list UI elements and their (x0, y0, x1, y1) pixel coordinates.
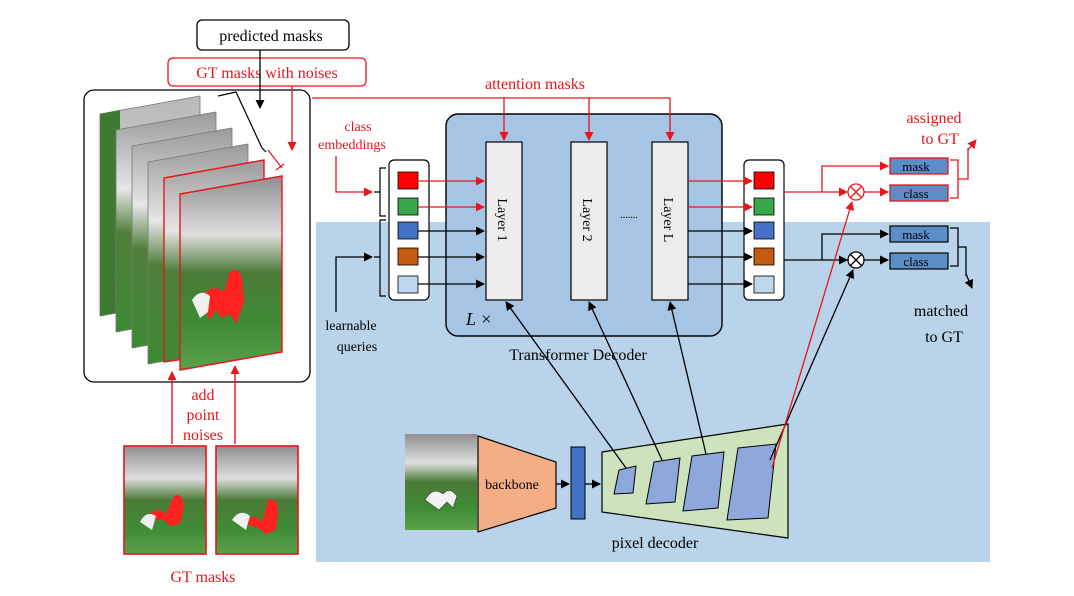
gt-mask-image-2 (215, 445, 299, 555)
learnable-queries-arrow (335, 252, 373, 312)
layer-2-box (570, 141, 608, 301)
class-box-bottom (889, 252, 949, 270)
query-orange (397, 247, 419, 266)
class-box-top (889, 184, 949, 202)
learnable-queries-label-1: learnable (325, 319, 376, 334)
add-noise-label-3: noises (183, 427, 223, 444)
input-image-horses (424, 490, 458, 511)
mask-bottom-label: mask (902, 227, 930, 242)
top-bracket (950, 148, 969, 199)
backbone-feature (570, 446, 586, 520)
bottom-bracket (950, 227, 967, 276)
class-brace (374, 167, 386, 217)
layer-1-label: Layer 1 (494, 198, 509, 241)
top-to-mask-line (821, 161, 889, 192)
query-red (397, 171, 419, 190)
query-green (397, 197, 419, 216)
gt-mask-1-horse (146, 495, 184, 526)
bottom-to-mask-line (821, 229, 889, 260)
mask-top-label: mask (902, 159, 930, 174)
feature3-to-layerl (667, 301, 707, 455)
class-embeddings-label-1: class (344, 120, 371, 135)
class-bottom-label: class (903, 254, 928, 269)
layer-2-label: Layer 2 (579, 198, 594, 241)
predicted-masks-label: predicted masks (219, 28, 323, 45)
pixel-feature-1 (613, 465, 637, 495)
add-noise-label-bg (176, 384, 232, 444)
multiply-top-x (850, 186, 862, 198)
gt-mask-1-horse-white (140, 514, 156, 530)
pixel-feature-3 (682, 451, 725, 512)
query-blue (397, 221, 419, 240)
pixel-decoder-label: pixel decoder (612, 535, 699, 552)
gt-mask-2-horse-white (232, 512, 250, 530)
matched-label-1: matched (914, 303, 968, 320)
query-light (397, 275, 419, 294)
add-noise-label-1: add (191, 387, 214, 404)
l-times-label: L × (465, 309, 492, 329)
backbone-box (477, 435, 557, 533)
layer-l-box (651, 141, 689, 301)
input-image (405, 434, 477, 530)
gt-masks-noises-label: GT masks with noises (196, 65, 337, 82)
class-top-label: class (903, 186, 928, 201)
gt-mask-2-horse (246, 499, 278, 534)
backbone-label: backbone (485, 478, 539, 493)
attention-masks-label: attention masks (485, 76, 585, 93)
predicted-masks-box (196, 19, 350, 51)
class-embeddings-label-2: embeddings (318, 138, 386, 153)
noisy-mask-horse (200, 270, 244, 324)
pixel-feature-4 (726, 443, 777, 521)
layer-dots: ....... (620, 210, 638, 221)
multiply-bottom-x (850, 254, 862, 266)
mask-box-top (889, 157, 949, 175)
class-embeddings-arrow (335, 156, 373, 197)
matched-label-2: to GT (925, 329, 963, 346)
queries-brace (374, 219, 386, 297)
assigned-label-1: assigned (906, 110, 961, 127)
noisy-mask-horse-white (192, 292, 210, 318)
feature1-to-layer1 (505, 301, 627, 469)
feature4-to-mult-top (771, 201, 855, 469)
add-noise-label-2: point (187, 407, 220, 424)
layer-1-box (485, 141, 523, 301)
layer-l-label: Layer L (660, 198, 675, 243)
assigned-arrow (967, 139, 977, 151)
out-query-blue (753, 221, 775, 240)
noisy-stack-bracket (267, 149, 285, 171)
out-query-green (753, 197, 775, 216)
learnable-queries-label-2: queries (337, 340, 377, 355)
transformer-decoder-label: Transformer Decoder (509, 347, 647, 364)
gt-masks-noises-box (167, 57, 367, 87)
out-query-light (753, 275, 775, 294)
assigned-label-2: to GT (921, 131, 959, 148)
gt-masks-label: GT masks (170, 569, 235, 586)
gt-mask-image-1 (123, 445, 207, 555)
gray-stack-bracket (217, 91, 267, 153)
feature2-to-layer2 (588, 301, 663, 461)
out-query-orange (753, 247, 775, 266)
pixel-feature-2 (645, 457, 681, 505)
matched-arrow (964, 273, 973, 289)
out-query-red (753, 171, 775, 190)
mask-box-bottom (889, 225, 949, 243)
